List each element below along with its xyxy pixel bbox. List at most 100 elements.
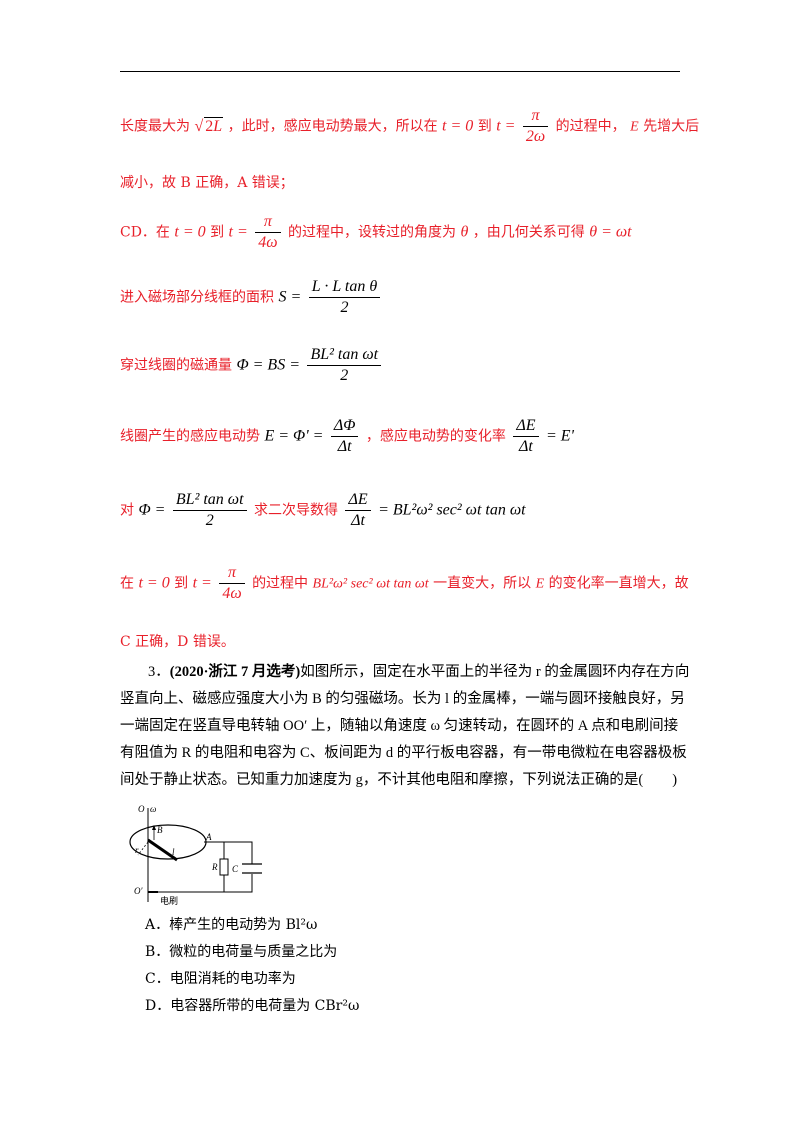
option-key: B．: [145, 944, 170, 960]
math: t = 0: [138, 574, 170, 592]
option-key: D．: [145, 998, 171, 1014]
label-l: l: [172, 847, 175, 857]
label-a: A: [205, 832, 212, 842]
math: S =: [278, 288, 302, 306]
label-C: C: [232, 864, 239, 874]
text: 进入磁场部分线框的面积: [120, 289, 274, 306]
numerator: ΔE: [345, 490, 371, 511]
denominator: Δt: [337, 438, 352, 455]
label-b: B: [157, 825, 163, 835]
numerator: BL² tan ωt: [172, 490, 247, 511]
math: θ = ωt: [589, 223, 632, 241]
option-c[interactable]: C．电阻消耗的电功率为: [145, 968, 296, 988]
math: t =: [192, 574, 212, 592]
solution-line-2: 减小，故 B 正确，A 错误；: [120, 172, 294, 192]
math: t =: [496, 117, 516, 135]
option-b[interactable]: B．微粒的电荷量与质量之比为: [145, 941, 337, 961]
denominator: 4ω: [222, 585, 242, 602]
option-text: 微粒的电荷量与质量之比为: [169, 944, 338, 960]
math: θ: [460, 223, 469, 241]
math: Φ = BS =: [236, 356, 300, 374]
text: 一直变大，所以: [433, 575, 532, 592]
math: = E': [545, 427, 574, 445]
text: 长度最大为: [120, 118, 190, 135]
label-r: r: [135, 845, 139, 855]
option-key: C．: [145, 971, 170, 987]
b-arrowhead: [152, 825, 156, 830]
question-line-5: 间处于静止状态。已知重力加速度为 g，不计其他电阻和摩擦，下列说法正确的是( ): [120, 772, 678, 788]
numerator: BL² tan ωt: [307, 345, 382, 366]
text: 在: [120, 575, 134, 592]
question-line-3: 一端固定在竖直导电转轴 OO′ 上，随轴以角速度 ω 匀速转动，在圆环的 A 点…: [120, 718, 679, 734]
option-text: 电阻消耗的电功率为: [169, 971, 296, 987]
text: 对: [120, 502, 134, 519]
metal-rod: [147, 838, 178, 862]
label-brush: 电刷: [160, 895, 178, 907]
numerator: ΔE: [513, 416, 539, 437]
text: 穿过线圈的磁通量: [120, 357, 232, 374]
label-o-prime: O′: [134, 886, 143, 896]
text: 到: [174, 575, 189, 592]
numerator: π: [522, 106, 549, 127]
denominator: 4ω: [258, 234, 278, 251]
label-omega: ω: [150, 804, 156, 814]
text: 减小，故 B 正确，A 错误；: [120, 175, 294, 191]
text: 先增大后: [643, 118, 700, 135]
text: 的变化率一直增大，故: [548, 575, 689, 592]
denominator: Δt: [351, 512, 365, 529]
math: t = 0: [442, 117, 474, 135]
question-number: 3．: [148, 664, 170, 680]
text: 到: [210, 224, 225, 241]
denominator: 2: [340, 299, 349, 316]
text: 的过程中，: [555, 118, 626, 135]
math: E: [535, 576, 545, 592]
text: ，由几何关系可得: [472, 224, 585, 241]
numerator: L · L tan θ: [308, 277, 381, 298]
question-line-4: 有阻值为 R 的电阻和电容为 C、板间距为 d 的平行板电容器，有一带电微粒在电…: [120, 745, 687, 761]
label-R: R: [211, 862, 218, 872]
question-line-2: 竖直向上、磁感应强度大小为 B 的匀强磁场。长为 l 的金属棒，一端与圆环接触良…: [120, 691, 685, 707]
text: ，感应电动势的变化率: [365, 428, 506, 445]
text: 的过程中: [252, 575, 309, 592]
text: 线圈产生的感应电动势: [120, 428, 260, 445]
circuit-figure: O ω B r l A R C O′ 电刷: [129, 804, 262, 907]
math: t =: [228, 223, 248, 241]
numerator: π: [255, 212, 281, 233]
question-source: (2020·浙江 7 月选考): [169, 664, 301, 680]
denominator: 2: [205, 512, 214, 529]
math: E: [630, 119, 639, 135]
question-line-1: 3．(2020·浙江 7 月选考)如图所示，固定在水平面上的半径为 r 的金属圆…: [148, 660, 689, 681]
option-d[interactable]: D．电容器所带的电荷量为 CBr²ω: [145, 995, 359, 1015]
denominator: 2ω: [525, 128, 546, 145]
math: t = 0: [174, 223, 206, 241]
text: 到: [477, 118, 492, 135]
math: = BL²ω² sec² ωt tan ωt: [378, 501, 526, 519]
text: 的过程中，设转过的角度为: [288, 224, 456, 241]
math: Φ =: [138, 501, 166, 519]
capacitor-gap: [244, 864, 260, 874]
label-o: O: [138, 804, 145, 814]
text: ，此时，感应电动势最大，所以在: [227, 118, 438, 135]
header-rule: [120, 71, 680, 72]
option-a[interactable]: A．棒产生的电动势为 Bl²ω: [145, 914, 317, 934]
option-text: 电容器所带的电荷量为 CBr²ω: [170, 998, 360, 1014]
option-text: 棒产生的电动势为 Bl²ω: [169, 917, 318, 933]
resistor: [219, 858, 229, 876]
numerator: π: [219, 563, 245, 584]
